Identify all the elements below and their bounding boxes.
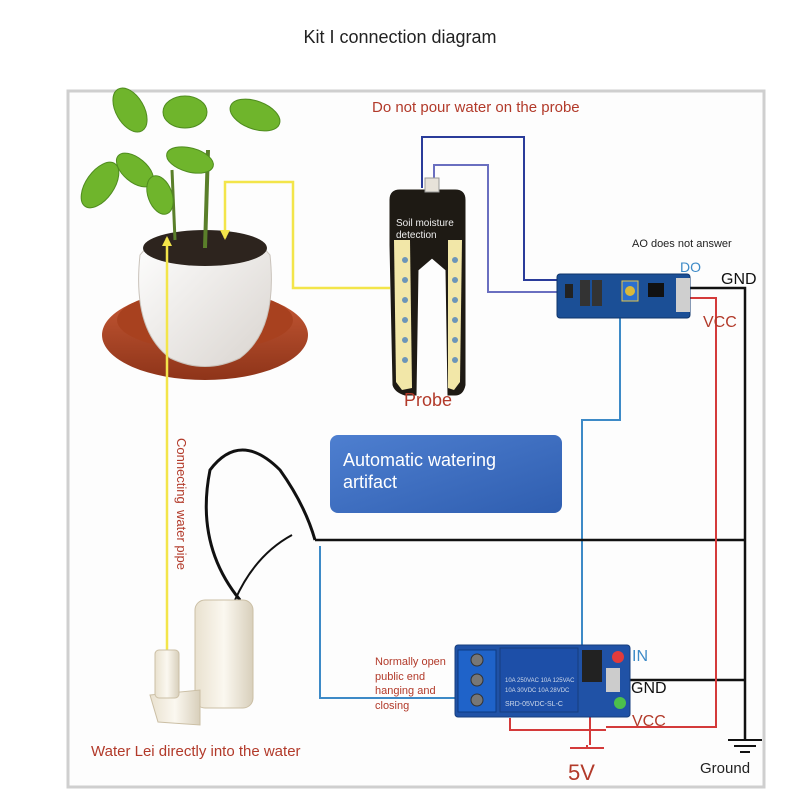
wire-vcc-sensor <box>606 297 717 728</box>
page-title: Kit I connection diagram <box>303 27 497 47</box>
pump-cable <box>204 448 317 601</box>
ground-symbol <box>728 739 762 753</box>
pump-note: Water Lei directly into the water <box>91 743 301 760</box>
5v-label: 5V <box>568 760 595 785</box>
relay-chip-text-2: 10A 30VDC 10A 28VDC <box>505 688 570 694</box>
gnd-sensor-label: GND <box>721 271 757 288</box>
vcc-relay-label: VCC <box>632 713 666 730</box>
banner-box <box>330 435 562 513</box>
5v-terminal <box>570 745 604 749</box>
probe-warning: Do not pour water on the probe <box>372 99 580 116</box>
relay-note-3: hanging and <box>375 685 436 697</box>
relay-note-1: Normally open <box>375 656 446 668</box>
wires <box>162 136 747 745</box>
pipe-label-2: water pipe <box>174 509 189 570</box>
pipe-label: Connecting water pipe <box>174 438 189 570</box>
probe-silkscreen-2: detection <box>396 230 437 241</box>
relay-chip-text-1: 10A 250VAC 10A 125VAC <box>505 678 575 684</box>
relay-note-4: closing <box>375 700 409 712</box>
gnd-relay-label: GND <box>631 680 667 697</box>
relay-module: 10A 250VAC 10A 125VAC 10A 30VDC 10A 28VD… <box>454 644 631 718</box>
in-label: IN <box>632 648 648 665</box>
banner-line-2: artifact <box>343 472 397 492</box>
ao-note: AO does not answer <box>632 238 732 250</box>
relay-chip-text-3: SRD-05VDC-SL-C <box>505 701 563 708</box>
soil-moisture-probe: Soil moisture detection <box>389 177 466 396</box>
vcc-sensor-label: VCC <box>703 314 737 331</box>
relay-led-red <box>612 651 624 663</box>
banner-line-1: Automatic watering <box>343 450 496 470</box>
plant-pot-illustration <box>80 87 308 380</box>
pipe-label-1: Connecting <box>174 438 189 504</box>
probe-label: Probe <box>404 390 452 410</box>
relay-chip <box>499 647 579 713</box>
ground-label: Ground <box>700 760 750 777</box>
wire-blue-probe-a <box>421 136 558 281</box>
sensor-board <box>556 273 691 319</box>
water-pump <box>149 599 254 726</box>
relay-note-2: public end <box>375 671 425 683</box>
probe-silkscreen-1: Soil moisture <box>396 218 454 229</box>
relay-led-green <box>614 697 626 709</box>
leaves <box>80 87 281 215</box>
wire-vcc-5v <box>509 718 606 731</box>
wire-gnd-sensor <box>690 286 747 740</box>
wire-blue-probe-b <box>433 164 558 293</box>
wire-blue-pump <box>319 546 460 699</box>
do-label: DO <box>680 259 701 275</box>
wire-yellow-probe <box>223 180 390 290</box>
